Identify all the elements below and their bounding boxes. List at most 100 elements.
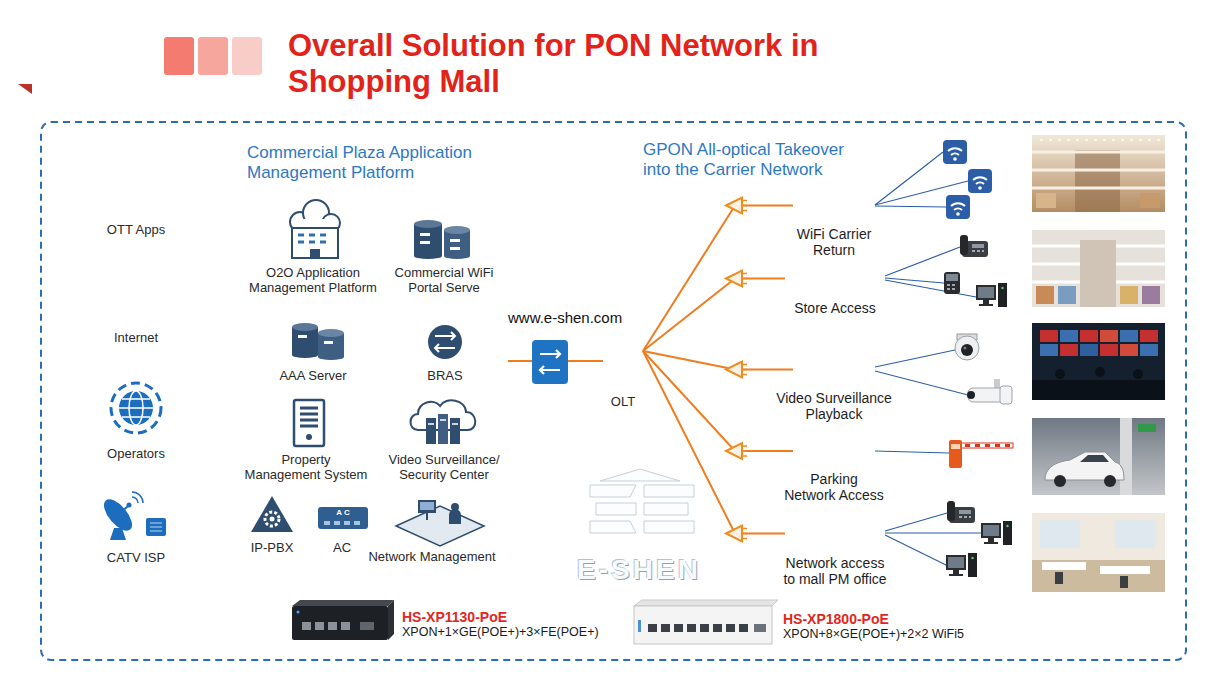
onu-b-shape (801, 453, 809, 460)
service-caption-holder: AC (322, 540, 362, 555)
leader-lines (875, 152, 943, 205)
device-caption: Store Access (780, 300, 890, 316)
office-photo (1100, 566, 1150, 574)
service-caption: Video Surveillance/ Security Center (385, 452, 503, 482)
internet-cloud: Internet (104, 282, 168, 324)
product-image-1800 (634, 600, 778, 644)
operators-icon (119, 399, 153, 417)
operators-icon (111, 383, 161, 433)
server-tower-icon (294, 400, 324, 446)
panel-gpon-shape (551, 133, 927, 594)
onu-b-shape (865, 373, 868, 376)
onu-b-shape (801, 371, 809, 378)
onu-device: Parking Network Access (793, 437, 875, 465)
ip-pbx-icon (270, 517, 275, 522)
watermark-logo (590, 521, 636, 533)
icon-label-holder: APPS (104, 182, 158, 200)
end-devices (943, 140, 967, 164)
product-image-1800 (661, 624, 670, 632)
product-name-holder: HS-XP1800-PoE (783, 611, 1003, 627)
onu-b-shape (793, 193, 875, 218)
tab-label-holder: Solution (18, 40, 160, 66)
watermark-logo (644, 521, 694, 533)
network-management-icon (426, 513, 428, 520)
onu-device: WiFi Carrier Return (793, 193, 875, 218)
service-caption: Network Management (364, 549, 500, 564)
source-caption-holder: Internet (86, 330, 186, 345)
mall-photo (1142, 286, 1160, 304)
control-room-photo (1100, 344, 1118, 356)
end-devices (955, 334, 979, 360)
device-caption: Video Surveillance Playback (764, 390, 904, 422)
barrier-gate-icon (961, 443, 1013, 448)
end-devices (944, 272, 960, 294)
barrier-gate-icon (949, 440, 1013, 468)
office-photo (1032, 560, 1165, 592)
network-management-icon (420, 502, 434, 510)
mall-photo (1032, 152, 1165, 188)
service-caption-holder: BRAS (405, 368, 485, 383)
panel-heading: GPON All-optical Takeover into the Carri… (643, 140, 859, 180)
product-image-1130 (297, 611, 300, 614)
mall-photo (1032, 230, 1165, 307)
fiber-connector (643, 351, 785, 534)
control-room-photo (1055, 369, 1065, 379)
onu-b-shape (834, 453, 842, 460)
control-room-photo (1032, 380, 1165, 400)
panel-heading: Commercial Plaza Application Management … (247, 143, 509, 183)
control-room-photo (1100, 330, 1118, 342)
service-caption: Property Management System (242, 452, 370, 482)
service-group: Property Management System Video Surveill… (230, 393, 508, 568)
product-image-1800 (674, 624, 683, 632)
onu-b-shape (845, 371, 853, 378)
ac-device-icon (344, 521, 350, 525)
onu-w-shape (785, 265, 885, 292)
service-group: O2O Application Management PlatformComme… (230, 193, 508, 303)
product-image-1130 (328, 622, 337, 630)
aaa-server-icon (292, 323, 344, 360)
product-image-1130 (360, 622, 374, 630)
onu-b-shape (812, 206, 820, 213)
o2o-platform-icon (292, 228, 338, 258)
onu-b-shape (795, 195, 873, 197)
onu-b-shape (801, 206, 809, 213)
source-caption: Operators (86, 446, 186, 461)
device-caption-holder: OLT (598, 394, 648, 409)
leader-lines (875, 152, 981, 565)
aaa-server-icon (298, 335, 307, 338)
panel-heading-holder: GPON All-optical Takeover into the Carri… (643, 140, 859, 180)
fiber-connector (643, 279, 785, 352)
operators-icon (119, 391, 153, 425)
mall-photo (1036, 286, 1054, 304)
device-caption-holder: Parking Network Access (783, 471, 885, 503)
device-caption-holder: Store Access (780, 300, 890, 316)
end-devices (943, 140, 1012, 577)
network-management-icon (396, 506, 484, 546)
parking-photo (1104, 475, 1116, 487)
device-marking-holder: A C (318, 508, 368, 518)
onu-b-shape (823, 206, 831, 213)
database-icon (450, 239, 460, 242)
leader-lines (885, 513, 947, 531)
ac-device-icon (354, 521, 360, 525)
database-icon (444, 226, 470, 234)
database-icon (414, 224, 442, 256)
service-caption: O2O Application Management Platform (243, 265, 383, 295)
product-image-1800 (739, 624, 748, 632)
onu-w-shape (835, 281, 843, 287)
fiber-connector (643, 206, 793, 352)
panel-left-shape (85, 133, 187, 585)
product-image-1800 (687, 624, 696, 632)
aaa-server-icon (324, 341, 333, 344)
service-group: AAA ServerBRAS (230, 311, 508, 387)
catv-icon (99, 492, 166, 540)
onu-b-shape (834, 371, 842, 378)
mall-photo (1032, 135, 1165, 212)
product-spec: XPON+1×GE(POE+)+3×FE(POE+) (402, 625, 662, 640)
product-image-1130 (315, 622, 324, 630)
onu-b-shape (834, 206, 842, 213)
control-room-photo (1060, 344, 1078, 356)
product-spec: XPON+8×GE(POE+)+2×2 WiFi5 (783, 627, 1043, 642)
product-image-1800 (634, 600, 778, 606)
onu-b-shape (793, 356, 875, 383)
